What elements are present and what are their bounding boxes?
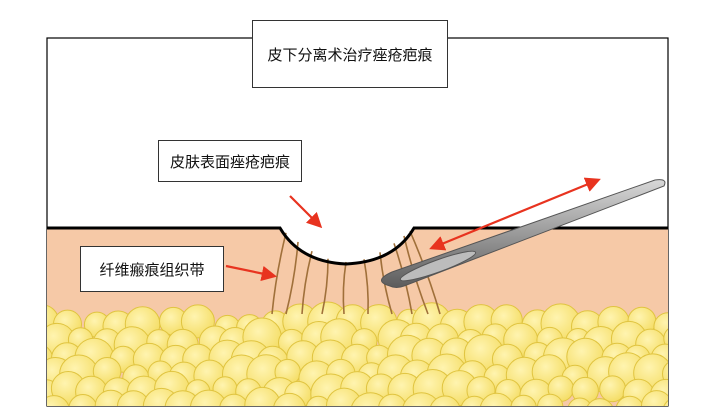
arrow-surface-scar <box>289 195 323 229</box>
fat-cell-icon <box>586 398 613 406</box>
fat-cell-icon <box>116 390 150 406</box>
fat-cell-icon <box>510 394 537 406</box>
fibrous-band-strand <box>271 232 287 315</box>
fat-cell-icon <box>460 395 488 406</box>
fat-cell-icon <box>663 328 668 349</box>
fat-cell-icon <box>68 394 98 406</box>
page-title: 皮下分离术治疗痤疮疤痕 <box>252 20 448 88</box>
skin-surface-line <box>47 226 668 266</box>
fat-cell-icon <box>219 393 249 406</box>
fat-cell-icon <box>663 400 668 406</box>
fat-cell-icon <box>674 340 702 369</box>
fat-cell-icon <box>641 390 668 406</box>
arrow-fibrous-band <box>225 264 278 282</box>
fat-cell-icon <box>378 393 407 406</box>
fat-cell-icon <box>674 377 702 412</box>
fibrous-band-strand <box>342 261 347 315</box>
fat-cell-icon <box>402 392 441 406</box>
fat-cell-icon <box>567 397 592 406</box>
fat-cell-icon <box>616 395 644 406</box>
fibrous-band-strand <box>363 259 369 315</box>
fat-cell-icon <box>599 375 626 403</box>
fibrous-band-strand <box>321 258 329 315</box>
arrow-needle-motion <box>429 177 601 251</box>
fat-cell-icon <box>537 393 564 406</box>
fat-cell-icon <box>676 307 702 346</box>
fat-cell-icon <box>430 395 460 406</box>
subcutaneous-fat-layer <box>47 301 702 412</box>
skin-surface-scar-label: 皮肤表面痤疮疤痕 <box>158 140 302 182</box>
fat-cell-icon <box>273 392 306 406</box>
fat-cell-icon <box>47 395 70 406</box>
fibrous-band-label: 纤维瘢痕组织带 <box>80 246 224 292</box>
fat-cell-icon <box>305 395 331 406</box>
fat-cell-icon <box>190 389 227 406</box>
fat-cell-icon <box>480 392 514 406</box>
